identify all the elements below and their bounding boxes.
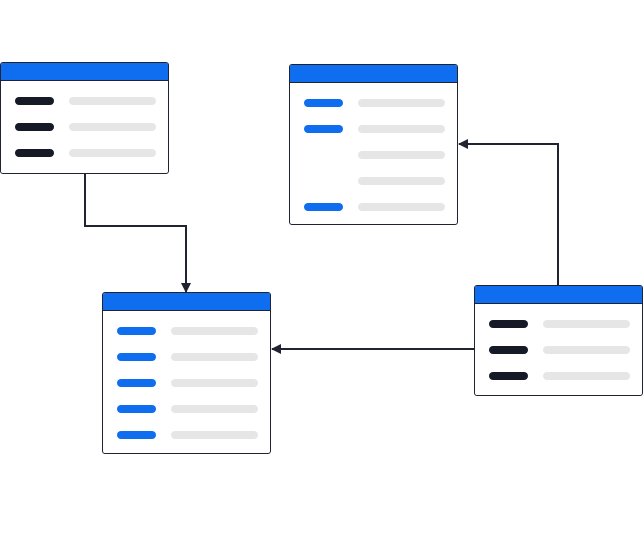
row-key-bar [304, 177, 343, 185]
row-key-bar [117, 405, 156, 413]
table-row [475, 320, 642, 328]
row-value-bar [171, 327, 258, 335]
row-value-bar [69, 123, 156, 131]
table-header [290, 65, 457, 83]
row-value-bar [358, 125, 445, 133]
table-row [290, 125, 457, 133]
table-row [103, 327, 270, 335]
row-value-bar [171, 431, 258, 439]
row-key-bar [117, 327, 156, 335]
row-value-bar [171, 379, 258, 387]
table-row [290, 99, 457, 107]
connector-d-to-b [458, 139, 559, 286]
row-key-bar [15, 97, 54, 105]
row-key-bar [304, 151, 343, 159]
row-value-bar [69, 97, 156, 105]
table-row [1, 149, 168, 157]
table-row [475, 372, 642, 380]
row-key-bar [489, 346, 528, 354]
row-key-bar [15, 123, 54, 131]
row-value-bar [543, 346, 630, 354]
row-value-bar [171, 353, 258, 361]
table-row [1, 123, 168, 131]
row-key-bar [117, 353, 156, 361]
row-value-bar [171, 405, 258, 413]
row-key-bar [15, 149, 54, 157]
row-key-bar [117, 431, 156, 439]
table-header [103, 293, 270, 311]
table-header [1, 63, 168, 81]
table-header [475, 286, 642, 304]
connector-a-to-c [84, 174, 191, 293]
row-value-bar [543, 372, 630, 380]
row-value-bar [358, 203, 445, 211]
table-row [290, 203, 457, 211]
row-key-bar [304, 203, 343, 211]
table-row [103, 405, 270, 413]
row-key-bar [489, 372, 528, 380]
table-row [475, 346, 642, 354]
row-key-bar [117, 379, 156, 387]
row-key-bar [304, 99, 343, 107]
table-card-b[interactable] [289, 64, 458, 225]
row-value-bar [543, 320, 630, 328]
row-key-bar [489, 320, 528, 328]
table-row [290, 177, 457, 185]
table-card-a[interactable] [0, 62, 169, 174]
row-value-bar [358, 151, 445, 159]
row-value-bar [358, 177, 445, 185]
table-row [103, 379, 270, 387]
table-row [290, 151, 457, 159]
row-value-bar [358, 99, 445, 107]
row-value-bar [69, 149, 156, 157]
table-row [1, 97, 168, 105]
table-card-c[interactable] [102, 292, 271, 454]
table-row [103, 353, 270, 361]
table-row [103, 431, 270, 439]
table-card-d[interactable] [474, 285, 643, 396]
row-key-bar [304, 125, 343, 133]
